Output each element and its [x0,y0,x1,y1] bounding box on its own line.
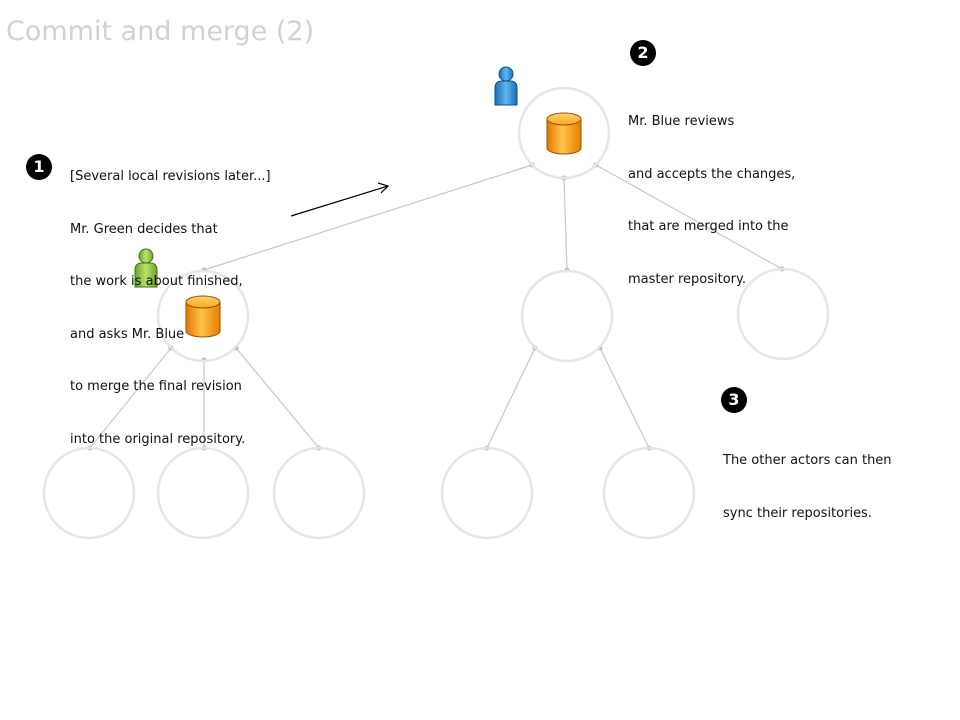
node-middle [520,269,614,363]
database-icon [185,295,221,338]
step-3-badge: 3 [721,387,747,413]
edge-middle-to-leaf5 [599,347,650,449]
step-1-badge: 1 [26,154,52,180]
node-leaf1 [42,446,136,540]
tree-nodes [42,86,830,540]
edge-root-to-green [203,164,533,271]
node-leaf3 [272,446,366,540]
edge-middle-to-leaf4 [486,347,536,449]
step-1-line: into the original repository. [70,431,246,447]
step-2-line: master repository. [628,271,746,287]
node-right [736,267,830,361]
step-1-line: Mr. Green decides that [70,221,218,237]
edge-green-to-leaf3 [235,347,320,449]
step-3-line: The other actors can then [723,453,892,468]
edge-root-to-right [595,164,783,270]
tree-edges [89,164,783,449]
step-2-line: and accepts the changes, [628,166,796,182]
node-leaf4 [440,446,534,540]
database-icon [546,112,582,155]
step-1-line: to merge the final revision [70,379,242,394]
edge-root-to-middle [563,177,568,271]
node-green [156,269,250,363]
user-green-icon [134,248,158,288]
step-1-line: [Several local revisions later...] [70,169,271,184]
step-2-text: Mr. Blue reviews and accepts the changes… [628,78,795,306]
step-1-text: [Several local revisions later...] Mr. G… [70,133,271,466]
step-1-line: and asks Mr. Blue [70,326,185,342]
step-3-line: sync their repositories. [723,505,872,521]
step-2-line: Mr. Blue reviews [628,114,735,129]
node-root [517,86,611,180]
node-leaf2 [156,446,250,540]
node-leaf5 [602,446,696,540]
user-blue-icon [494,66,518,106]
step-2-badge: 2 [630,40,656,66]
edge-green-to-leaf1 [89,347,172,449]
merge-request-arrow [290,182,390,217]
slide-title: Commit and merge (2) [6,16,315,47]
step-1-line: the work is about finished, [70,274,243,289]
step-3-text: The other actors can then sync their rep… [723,417,892,540]
step-2-line: that are merged into the [628,219,789,234]
